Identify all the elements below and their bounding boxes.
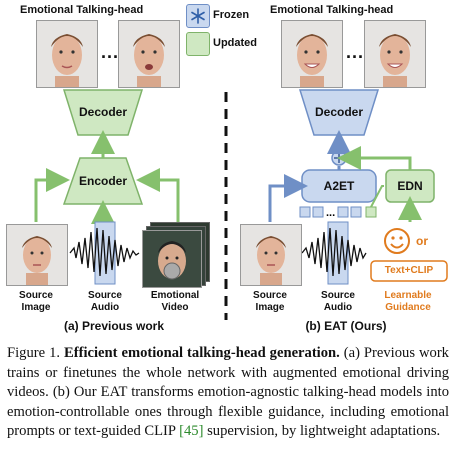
right-audio-waveform	[301, 221, 367, 285]
caption-body: (a) Previous work trains or finetunes th…	[7, 345, 449, 439]
right-output-face-2	[364, 20, 426, 88]
left-audio-waveform	[69, 221, 140, 285]
updated-legend-swatch	[186, 32, 210, 56]
smiley-prompt-icon	[384, 228, 410, 254]
arrow-token-to-a2et	[370, 185, 384, 208]
face-illustration	[143, 231, 201, 287]
emotional-video-label: Emotional Video	[150, 290, 200, 313]
caption-title: Efficient emotional talking-head generat…	[64, 345, 340, 361]
right-decoder-label: Decoder	[314, 105, 364, 119]
right-decoder-block	[298, 89, 380, 136]
right-source-image-label: Source Image	[253, 290, 287, 313]
left-source-image	[6, 224, 68, 286]
arrow-image-to-encoder	[34, 168, 70, 222]
learnable-guidance-label: Learnable Guidance	[384, 290, 432, 313]
right-ellipsis: ...	[346, 42, 365, 62]
right-source-image	[240, 224, 302, 286]
token-square	[312, 206, 324, 218]
citation-link[interactable]: [45]	[179, 423, 204, 439]
snowflake-icon	[191, 8, 205, 24]
or-label: or	[416, 234, 428, 248]
token-square	[337, 206, 349, 218]
face-illustration	[119, 21, 179, 87]
text-clip-label: Text+CLIP	[384, 265, 434, 276]
text-clip-box	[370, 260, 448, 282]
learnable-token-square	[365, 206, 377, 218]
frozen-legend-label: Frozen	[213, 9, 250, 21]
face-illustration	[7, 225, 67, 285]
left-encoder-label: Encoder	[78, 174, 127, 188]
right-header: Emotional Talking-head	[270, 4, 394, 16]
left-decoder-block	[62, 89, 144, 136]
arrow-edn-to-sum	[337, 146, 412, 170]
left-source-audio-label: Source Audio	[88, 290, 122, 313]
right-output-face-1	[281, 20, 343, 88]
left-ellipsis: ...	[101, 42, 120, 62]
emotional-video-frame	[142, 230, 202, 288]
token-ellipsis: ...	[326, 207, 335, 219]
face-illustration	[241, 225, 301, 285]
arrow-image-to-a2et	[268, 174, 308, 222]
subfigure-b-title: (b) EAT (Ours)	[305, 319, 387, 333]
subfigure-a-title: (a) Previous work	[63, 319, 165, 333]
caption-body-end: supervision, by lightweight adaptations.	[207, 423, 441, 439]
left-output-face-2	[118, 20, 180, 88]
a2et-label: A2ET	[323, 179, 355, 193]
caption-label: Figure 1.	[7, 345, 61, 361]
frozen-legend-swatch	[186, 4, 210, 28]
left-header: Emotional Talking-head	[20, 4, 144, 16]
updated-legend-label: Updated	[213, 37, 257, 49]
edn-label: EDN	[397, 179, 423, 193]
arrow-video-to-encoder	[136, 168, 180, 222]
right-source-audio-label: Source Audio	[321, 290, 355, 313]
token-square	[299, 206, 311, 218]
token-square	[350, 206, 362, 218]
face-illustration	[282, 21, 342, 87]
diagram-canvas: ...	[34, 89, 448, 320]
figure-caption: Figure 1. Efficient emotional talking-he…	[7, 344, 449, 442]
left-output-face-1	[36, 20, 98, 88]
left-decoder-label: Decoder	[78, 105, 128, 119]
left-source-image-label: Source Image	[19, 290, 53, 313]
face-illustration	[365, 21, 425, 87]
face-illustration	[37, 21, 97, 87]
